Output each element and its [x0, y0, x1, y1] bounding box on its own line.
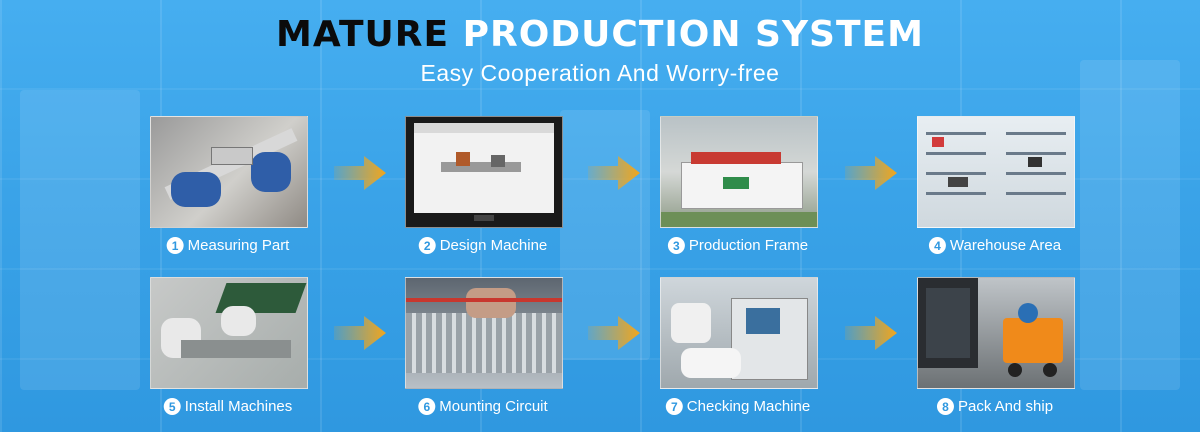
- step-label: Mounting Circuit: [439, 398, 548, 415]
- step-number-badge: 7: [665, 398, 683, 415]
- step-number-badge: 8: [936, 398, 954, 415]
- step-photo: [150, 277, 308, 389]
- background-machine-shape: [20, 90, 140, 390]
- arrow-right-icon: [334, 156, 386, 190]
- step-warehouse-area: 4 Warehouse Area: [917, 116, 1075, 254]
- step-checking-machine: 7 Checking Machine: [660, 277, 818, 415]
- step-caption: 1 Measuring Part: [166, 237, 290, 254]
- step-label: Install Machines: [184, 398, 293, 415]
- step-label: Production Frame: [688, 237, 809, 254]
- title-light-part: PRODUCTION SYSTEM: [462, 14, 924, 55]
- step-number-badge: 1: [166, 237, 184, 254]
- step-caption: 7 Checking Machine: [665, 398, 811, 415]
- step-number-badge: 6: [418, 398, 436, 415]
- step-photo: [405, 116, 563, 228]
- step-photo: [405, 277, 563, 389]
- step-label: Checking Machine: [686, 398, 811, 415]
- step-caption: 2 Design Machine: [418, 237, 548, 254]
- arrow-right-icon: [334, 316, 386, 350]
- step-label: Warehouse Area: [949, 237, 1062, 254]
- step-caption: 3 Production Frame: [667, 237, 809, 254]
- arrow-right-icon: [845, 316, 897, 350]
- step-number-badge: 3: [667, 237, 685, 254]
- step-production-frame: 3 Production Frame: [660, 116, 818, 254]
- step-install-machines: 5 Install Machines: [150, 277, 308, 415]
- title-dark-part: MATURE: [276, 14, 450, 55]
- arrow-right-icon: [588, 316, 640, 350]
- step-number-badge: 5: [163, 398, 181, 415]
- step-label: Measuring Part: [187, 237, 290, 254]
- step-photo: [150, 116, 308, 228]
- page-title: MATURE PRODUCTION SYSTEM: [0, 14, 1200, 55]
- step-caption: 4 Warehouse Area: [928, 237, 1062, 254]
- step-photo: [917, 116, 1075, 228]
- step-photo: [660, 277, 818, 389]
- step-caption: 6 Mounting Circuit: [418, 398, 548, 415]
- step-caption: 8 Pack And ship: [936, 398, 1054, 415]
- step-mounting-circuit: 6 Mounting Circuit: [405, 277, 563, 415]
- step-measuring-part: 1 Measuring Part: [150, 116, 308, 254]
- step-label: Pack And ship: [957, 398, 1054, 415]
- arrow-right-icon: [588, 156, 640, 190]
- step-photo: [917, 277, 1075, 389]
- step-caption: 5 Install Machines: [163, 398, 293, 415]
- background-machine-shape: [560, 110, 650, 360]
- arrow-right-icon: [845, 156, 897, 190]
- step-design-machine: 2 Design Machine: [405, 116, 563, 254]
- page-subtitle: Easy Cooperation And Worry-free: [420, 60, 780, 86]
- step-pack-and-ship: 8 Pack And ship: [917, 277, 1075, 415]
- background-machine-shape: [1080, 60, 1180, 390]
- step-number-badge: 4: [928, 237, 946, 254]
- step-label: Design Machine: [439, 237, 548, 254]
- step-number-badge: 2: [418, 237, 436, 254]
- step-photo: [660, 116, 818, 228]
